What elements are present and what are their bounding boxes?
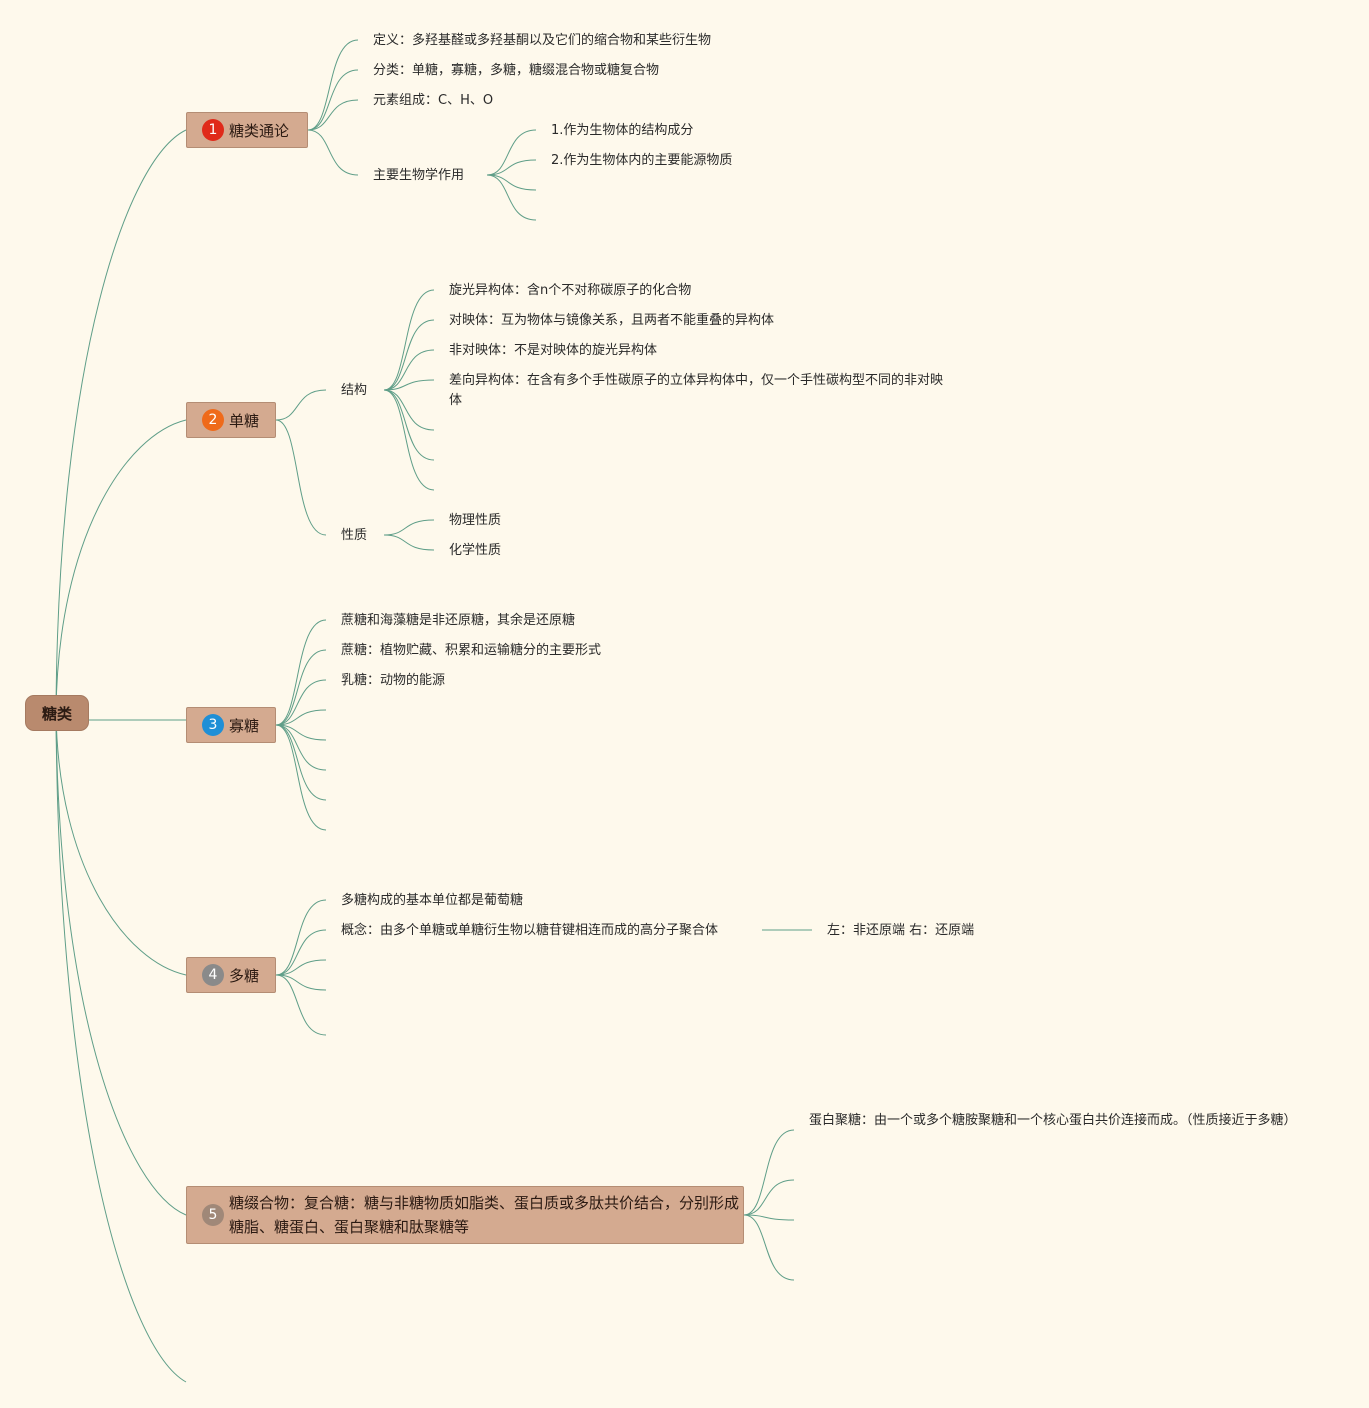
leaf-sucrose[interactable]: 蔗糖：植物贮藏、积累和运输糖分的主要形式 — [341, 643, 602, 658]
root-connector-line — [55, 711, 187, 1216]
connector-line — [307, 129, 359, 176]
leaf-optical-isomer[interactable]: 旋光异构体：含n个不对称碳原子的化合物 — [449, 283, 692, 298]
leaf-glucose-unit[interactable]: 多糖构成的基本单位都是葡萄糖 — [341, 893, 524, 908]
connector-line — [383, 379, 435, 391]
sub-structure[interactable]: 结构 — [341, 383, 368, 398]
leaf-reducing-end[interactable]: 左：非还原端 右：还原端 — [827, 923, 975, 938]
connector-line — [743, 1179, 795, 1216]
connector-line — [275, 724, 327, 831]
connector-line — [486, 174, 537, 221]
connector-line — [486, 129, 537, 176]
leaf-role-energy[interactable]: 2.作为生物体内的主要能源物质 — [551, 153, 733, 168]
connector-line — [275, 974, 327, 991]
branch-label: 单糖 — [229, 411, 260, 430]
connector-line — [486, 174, 537, 191]
number-badge-icon: 5 — [202, 1204, 224, 1226]
leaf-polysaccharide-concept[interactable]: 概念：由多个单糖或单糖衍生物以糖苷键相连而成的高分子聚合体 — [341, 923, 719, 938]
branch-label: 寡糖 — [229, 716, 260, 735]
branch-node-2[interactable]: 2 单糖 — [186, 402, 276, 438]
branch-label: 糖缀合物：复合糖：糖与非糖物质如脂类、蛋白质或多肽共价结合，分别形成糖脂、糖蛋白… — [229, 1194, 740, 1236]
connector-line — [275, 709, 327, 726]
leaf-definition[interactable]: 定义：多羟基醛或多羟基酮以及它们的缩合物和某些衍生物 — [373, 33, 712, 48]
number-badge-icon: 2 — [202, 409, 224, 431]
leaf-classification[interactable]: 分类：单糖，寡糖，多糖，糖缀混合物或糖复合物 — [373, 63, 660, 78]
connector-line — [275, 649, 327, 726]
number-badge-icon: 1 — [202, 119, 224, 141]
connector-line — [383, 289, 435, 391]
leaf-epimer[interactable]: 差向异构体：在含有多个手性碳原子的立体异构体中，仅一个手性碳构型不同的非对映体 — [449, 373, 944, 408]
connector-line — [383, 319, 435, 391]
connector-line — [383, 349, 435, 391]
connector-line — [307, 69, 359, 131]
leaf-elements[interactable]: 元素组成：C、H、O — [373, 93, 494, 108]
connector-line — [275, 724, 327, 771]
sub-property[interactable]: 性质 — [341, 528, 368, 543]
connector-line — [275, 724, 327, 741]
leaf-enantiomer[interactable]: 对映体：互为物体与镜像关系，且两者不能重叠的异构体 — [449, 313, 775, 328]
leaf-lactose[interactable]: 乳糖：动物的能源 — [341, 673, 446, 688]
leaf-physical-property[interactable]: 物理性质 — [449, 513, 502, 528]
connector-line — [383, 534, 435, 551]
branch-node-4[interactable]: 4 多糖 — [186, 957, 276, 993]
connector-line — [743, 1129, 795, 1216]
root-connector-line — [55, 419, 187, 713]
root-connector-line — [55, 711, 187, 1383]
leaf-proteoglycan[interactable]: 蛋白聚糖：由一个或多个糖胺聚糖和一个核心蛋白共价连接而成。（性质接近于多糖） — [809, 1113, 1297, 1128]
branch-node-1[interactable]: 1 糖类通论 — [186, 112, 308, 148]
connector-line — [383, 519, 435, 536]
connector-line — [275, 974, 327, 1036]
root-node[interactable]: 糖类 — [25, 695, 89, 731]
connector-line — [383, 389, 435, 461]
leaf-chemical-property[interactable]: 化学性质 — [449, 543, 502, 558]
connector-line — [275, 619, 327, 726]
number-badge-icon: 4 — [202, 964, 224, 986]
connector-line — [307, 39, 359, 131]
connector-line — [383, 389, 435, 431]
root-connector-line — [55, 129, 187, 713]
branch-node-3[interactable]: 3 寡糖 — [186, 707, 276, 743]
root-connector-line — [55, 711, 187, 976]
connector-line — [275, 419, 327, 536]
branch-node-5[interactable]: 5 糖缀合物：复合糖：糖与非糖物质如脂类、蛋白质或多肽共价结合，分别形成糖脂、糖… — [186, 1186, 744, 1244]
connector-line — [275, 929, 327, 976]
connector-line — [275, 679, 327, 726]
connector-line — [275, 899, 327, 976]
connector-line — [743, 1214, 795, 1221]
leaf-role-structure[interactable]: 1.作为生物体的结构成分 — [551, 123, 694, 138]
branch-label: 多糖 — [229, 966, 260, 985]
connector-line — [307, 99, 359, 131]
leaf-diastereomer[interactable]: 非对映体：不是对映体的旋光异构体 — [449, 343, 658, 358]
connector-line — [383, 389, 435, 491]
connector-line — [743, 1214, 795, 1281]
connector-line — [275, 389, 327, 421]
branch-label: 糖类通论 — [229, 121, 290, 140]
leaf-reducing-sugar[interactable]: 蔗糖和海藻糖是非还原糖，其余是还原糖 — [341, 613, 576, 628]
connector-line — [275, 959, 327, 976]
number-badge-icon: 3 — [202, 714, 224, 736]
leaf-bio-roles[interactable]: 主要生物学作用 — [373, 168, 465, 183]
connector-line — [486, 159, 537, 176]
